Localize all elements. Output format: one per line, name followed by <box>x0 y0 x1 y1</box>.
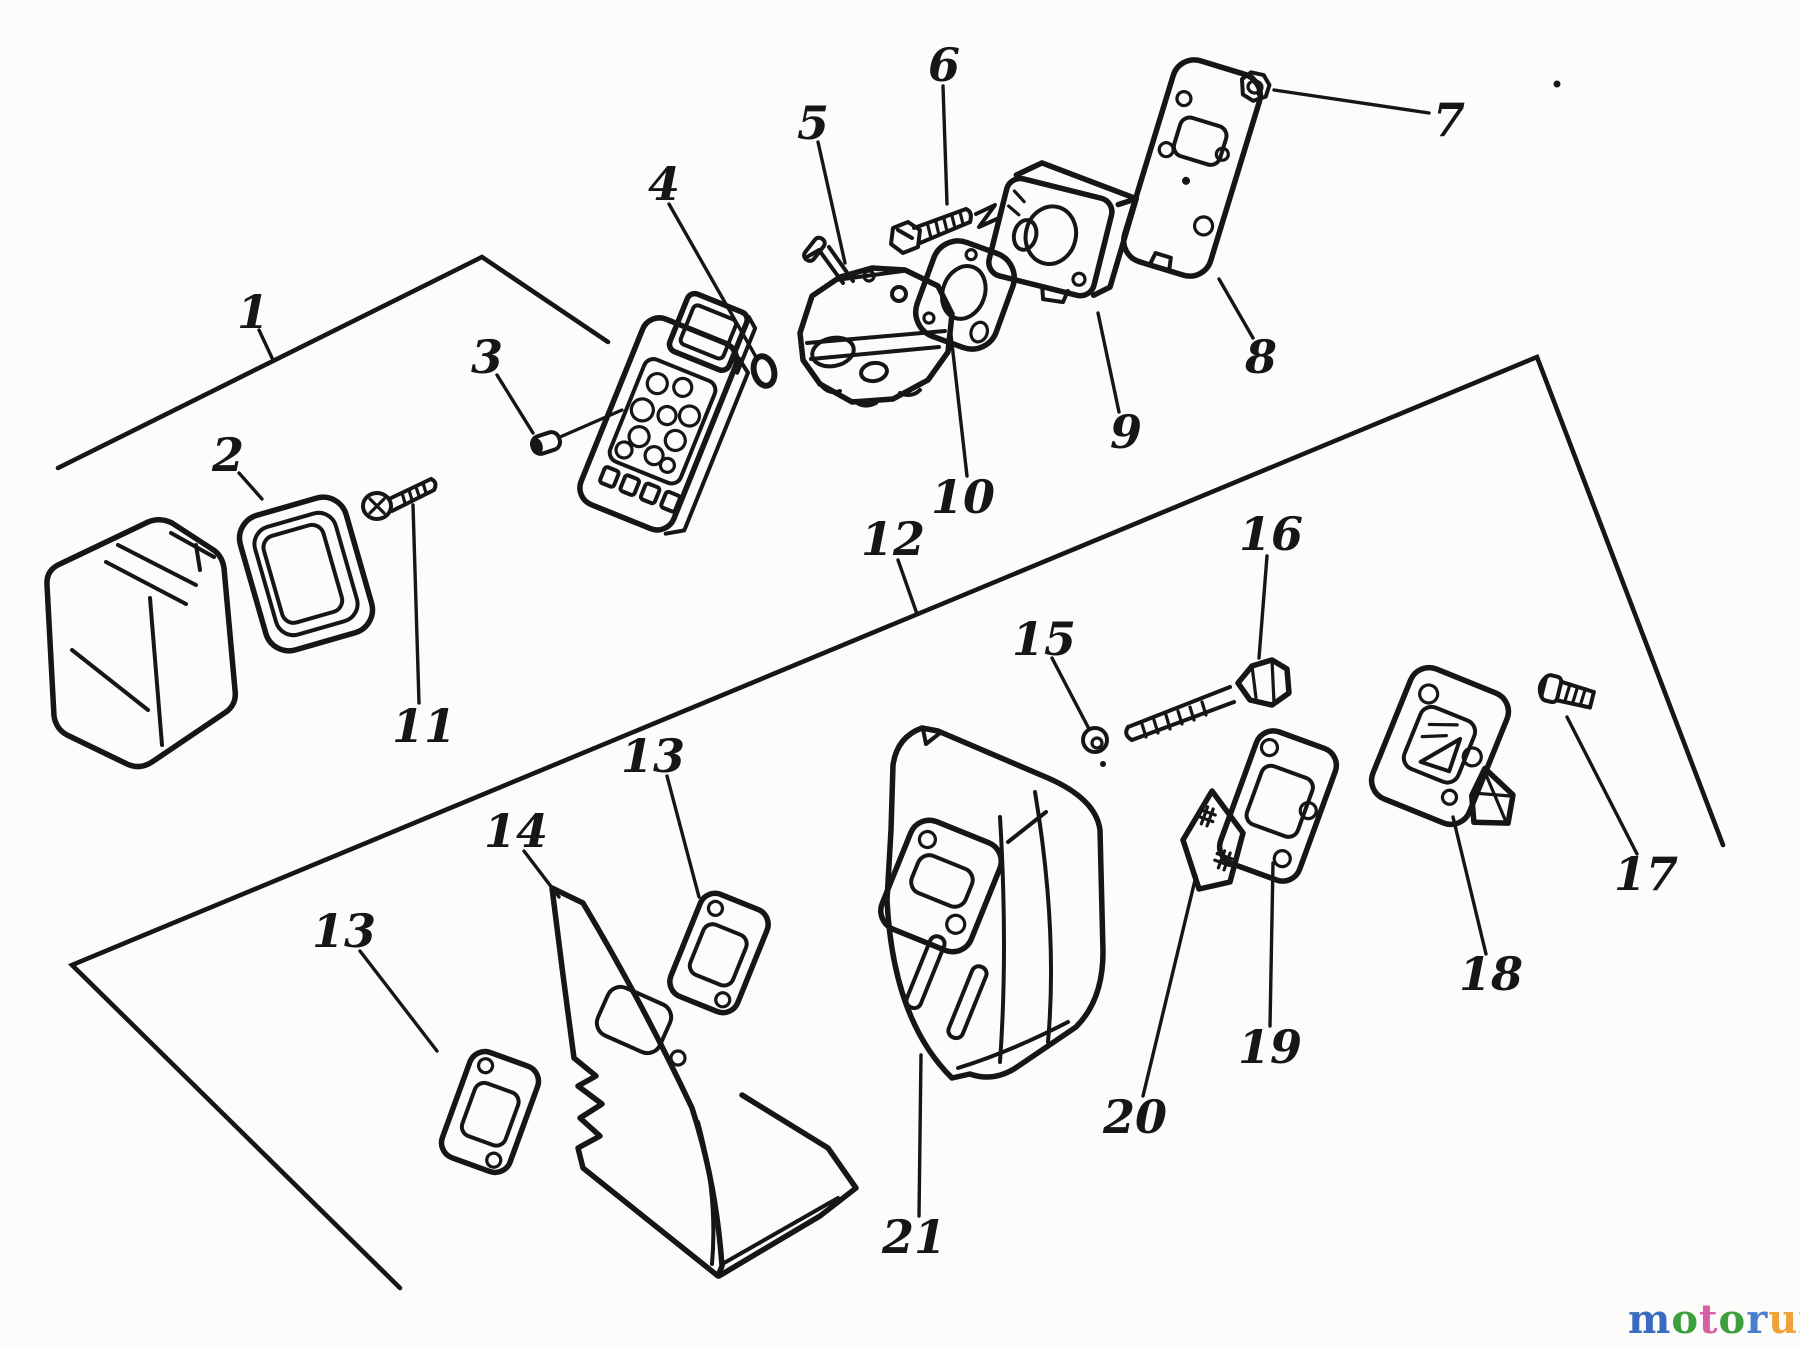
carburetor-gasket <box>913 238 1017 352</box>
air-filter-plate-assembly <box>577 290 758 536</box>
callout-1: 1 <box>237 285 269 339</box>
callout-20: 20 <box>1102 1090 1167 1144</box>
callout-8-leader <box>1217 277 1255 340</box>
callout-5: 5 <box>797 96 829 150</box>
assembly-brackets <box>55 254 1726 1291</box>
air-cleaner-seal <box>236 494 376 654</box>
assembly-12-bracket <box>67 353 1726 1291</box>
watermark-letter: u <box>1768 1296 1799 1343</box>
callout-18-leader <box>1451 815 1488 956</box>
callout-19-leader <box>1268 861 1275 1028</box>
callout-21: 21 <box>881 1210 946 1264</box>
callout-13-leader <box>358 949 439 1053</box>
callout-16-leader <box>1257 554 1269 660</box>
watermark-letter: m <box>1628 1296 1672 1343</box>
callout-14: 14 <box>484 804 548 858</box>
muffler-bolt <box>1124 657 1292 742</box>
callout-16: 16 <box>1239 507 1303 561</box>
callout-leaders <box>237 84 1639 1218</box>
watermark-logo: motoruf.de <box>1628 1296 1800 1343</box>
break-symbol <box>974 203 1001 229</box>
callout-6-leader <box>941 84 949 206</box>
callout-3: 3 <box>471 330 503 384</box>
watermark-letter: o <box>1671 1296 1700 1343</box>
cylinder-gasket-plate <box>1120 57 1264 279</box>
muffler-gasket-left <box>438 1048 542 1176</box>
callout-17: 17 <box>1614 847 1678 901</box>
callout-17-leader <box>1565 715 1639 856</box>
callout-2-leader <box>237 471 264 501</box>
callout-11-leader <box>411 503 421 705</box>
cover-screw <box>361 477 438 521</box>
callout-21-leader <box>917 1053 923 1218</box>
watermark-letter: o <box>1718 1296 1747 1343</box>
exhaust-outlet <box>1368 664 1516 828</box>
carburetor <box>797 235 955 408</box>
carburetor-bolt <box>889 203 1001 255</box>
callout-13-leader <box>665 774 701 899</box>
exhaust-gasket <box>1216 728 1340 884</box>
scan-speck <box>1553 80 1561 88</box>
flange-nut <box>1239 70 1272 103</box>
muffler-gasket-right <box>667 890 771 1016</box>
muffler <box>878 725 1106 1081</box>
callout-11: 11 <box>392 699 456 753</box>
heat-shield-plate <box>549 885 859 1279</box>
callout-8: 8 <box>1244 330 1277 384</box>
callout-12: 12 <box>861 512 925 566</box>
callout-10: 10 <box>931 470 995 524</box>
callout-6: 6 <box>928 38 960 92</box>
o-ring <box>750 353 778 389</box>
watermark-letter: t <box>1699 1296 1719 1343</box>
callout-1-leader <box>257 328 275 362</box>
intake-insulator <box>986 160 1139 305</box>
callout-18: 18 <box>1459 947 1523 1001</box>
watermark-wordmark: motoruf <box>1628 1296 1800 1343</box>
callout-13: 13 <box>312 904 376 958</box>
lock-washer <box>1081 726 1109 767</box>
callout-14-leader <box>522 849 561 899</box>
callout-13: 13 <box>621 729 685 783</box>
outlet-screw <box>1537 673 1596 710</box>
callout-9-leader <box>1096 311 1121 414</box>
callout-15: 15 <box>1012 612 1076 666</box>
watermark-letter: f <box>1798 1296 1800 1343</box>
callout-20-leader <box>1141 874 1198 1098</box>
callout-3-leader <box>495 373 535 435</box>
callout-15-leader <box>1050 656 1090 729</box>
assembly-1-bracket <box>55 254 611 471</box>
watermark-letter: r <box>1746 1296 1769 1343</box>
callout-2: 2 <box>211 428 244 482</box>
callout-7: 7 <box>1433 93 1465 147</box>
callout-12-leader <box>896 558 919 616</box>
callout-4-leader <box>667 202 758 359</box>
air-cleaner-cover <box>44 517 239 770</box>
callout-7-leader <box>1272 88 1431 115</box>
callout-10-leader <box>949 333 969 478</box>
callout-4: 4 <box>648 157 680 211</box>
callout-5-leader <box>816 140 847 265</box>
choke-bushing <box>529 408 624 456</box>
callout-19: 19 <box>1238 1020 1302 1074</box>
callout-9: 9 <box>1110 405 1142 459</box>
